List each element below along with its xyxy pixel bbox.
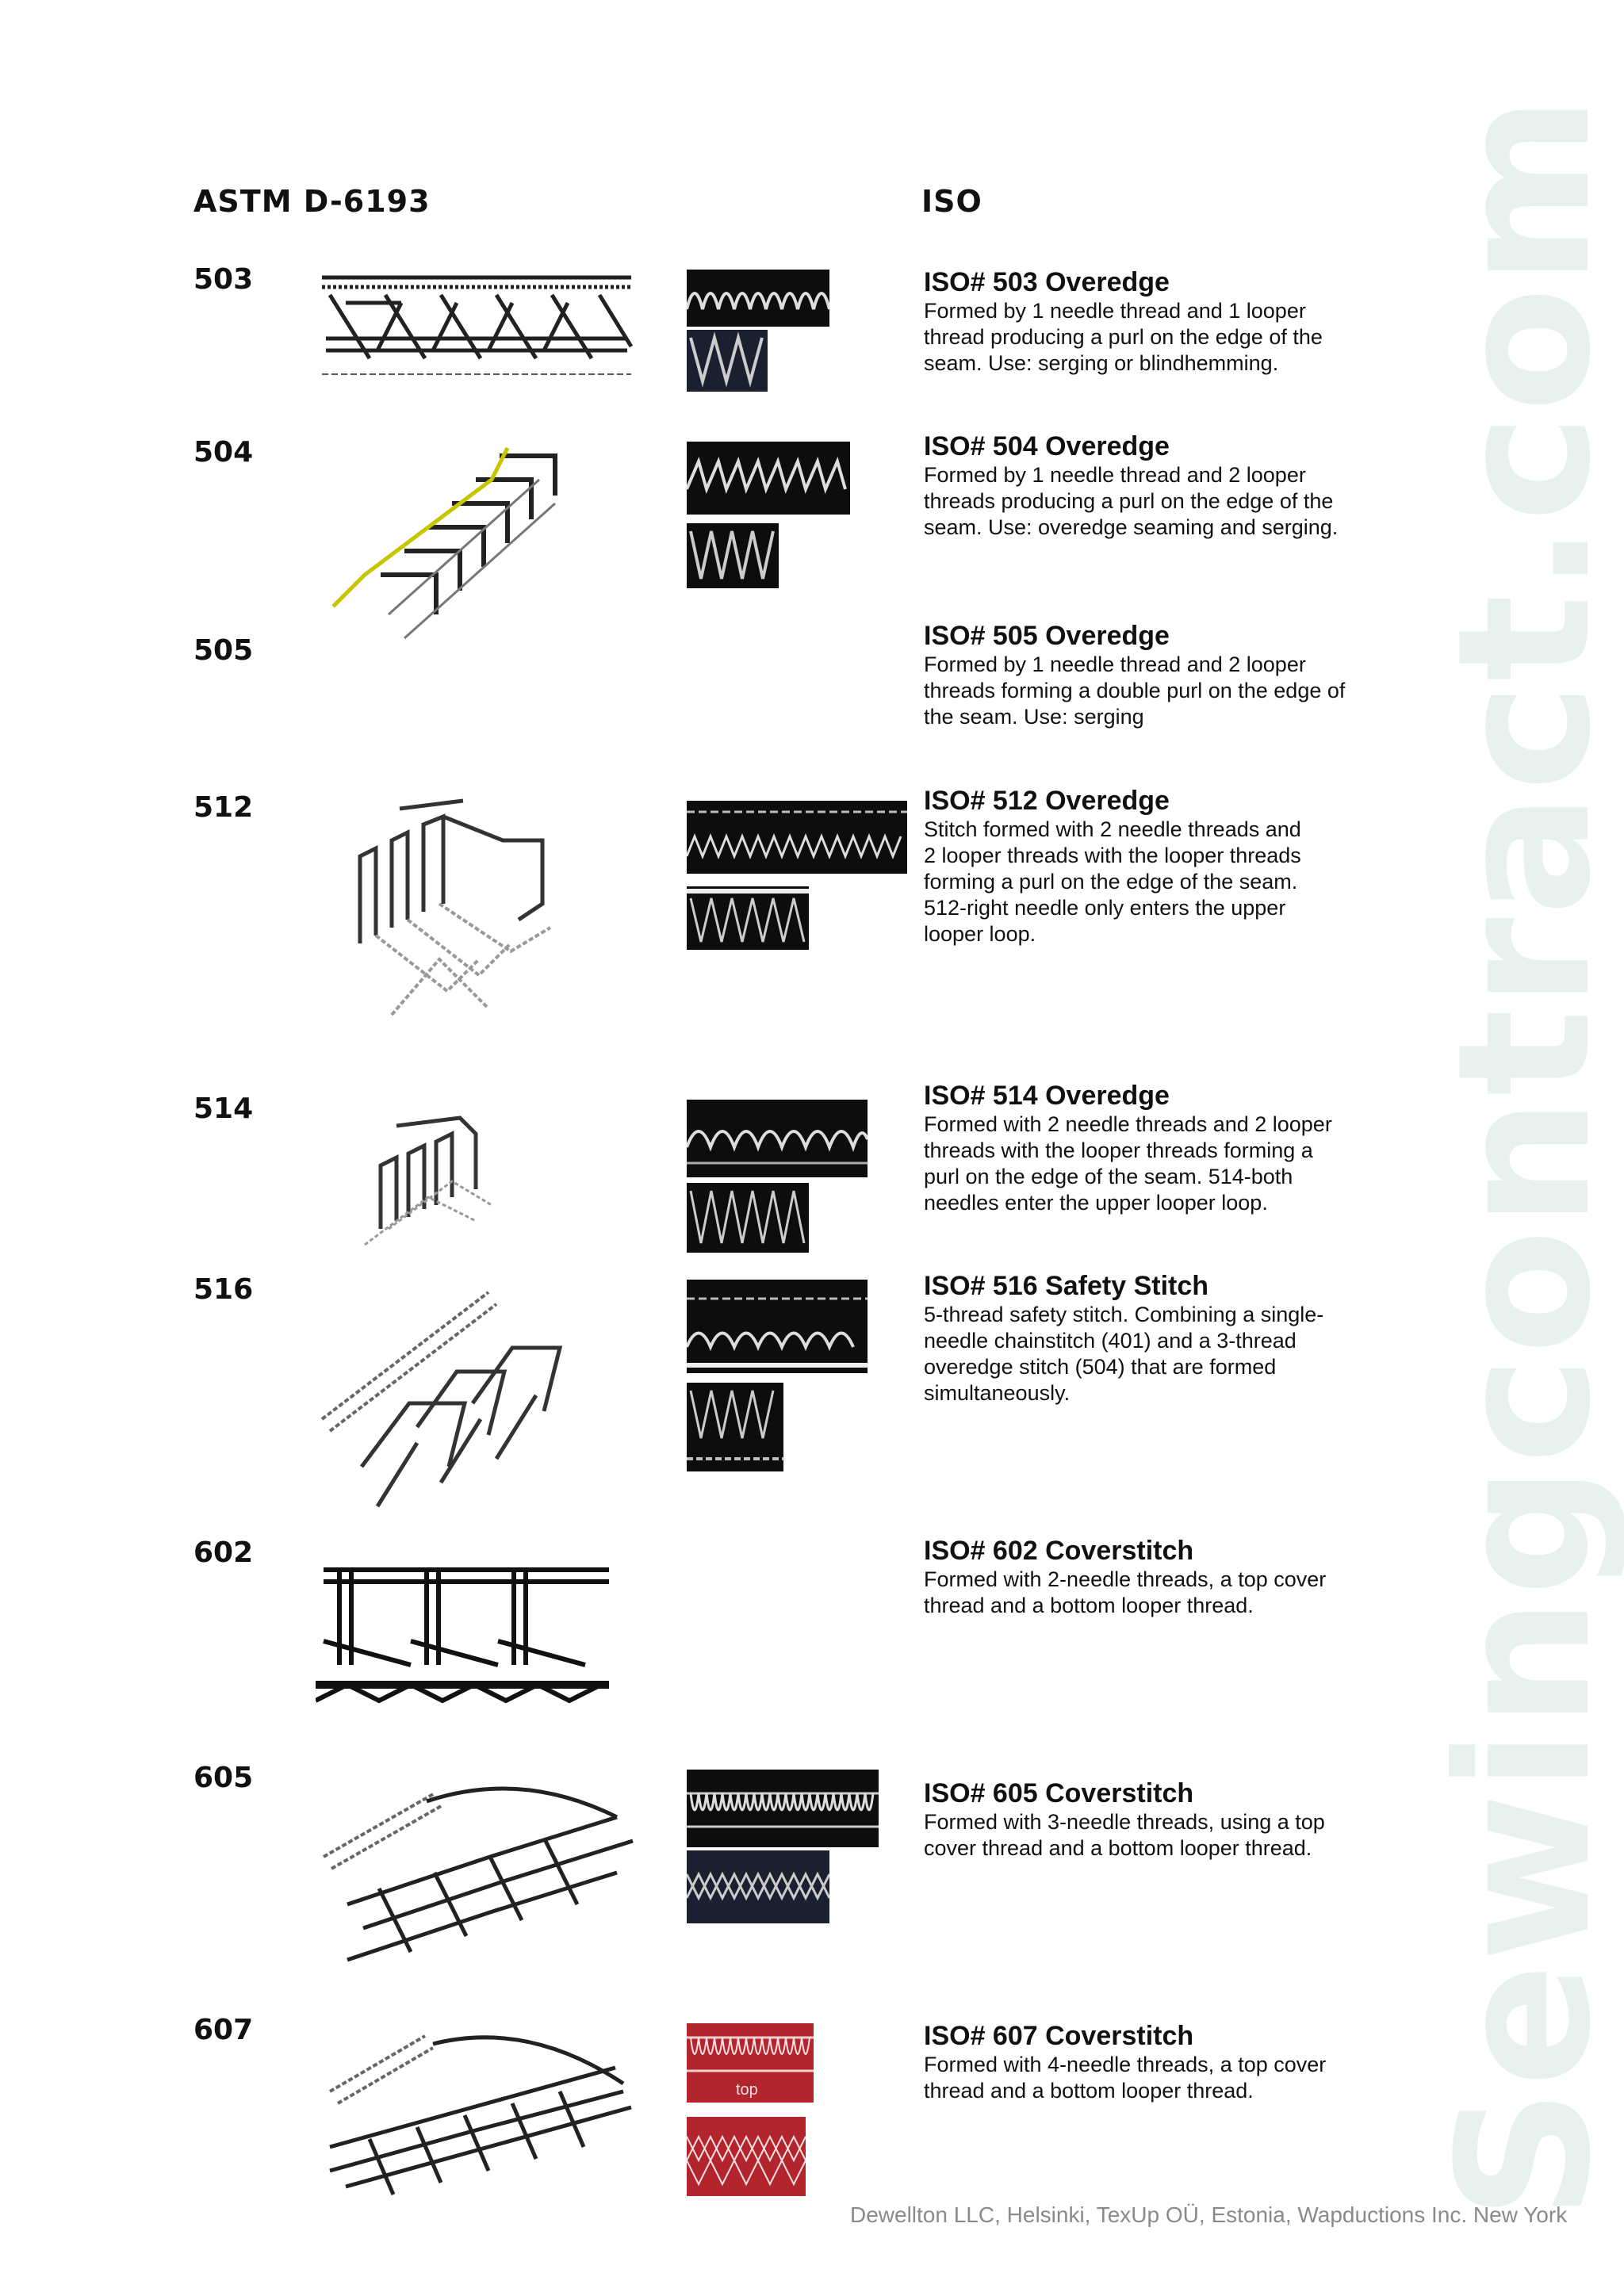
iso-title: ISO# 607 Coverstitch: [924, 2021, 1194, 2051]
stitch-photo-516-top: [687, 1280, 868, 1373]
iso-header: ISO: [921, 184, 982, 219]
stitch-diagram-607: [328, 2034, 632, 2195]
stitch-diagram-602: [316, 1567, 609, 1704]
iso-title: ISO# 505 Overedge: [924, 621, 1170, 651]
astm-number-602: 602: [193, 1536, 254, 1569]
stitch-photo-605-top: [687, 1770, 879, 1847]
photo-top-tag: top: [736, 2081, 758, 2099]
iso-title: ISO# 512 Overedge: [924, 786, 1170, 816]
astm-number-607: 607: [193, 2014, 254, 2046]
stitch-diagram-512: [358, 798, 552, 1016]
stitch-diagram-503: [322, 275, 634, 375]
iso-entry-514: ISO# 514 Overedge Formed with 2 needle t…: [924, 1080, 1400, 1216]
stitch-photo-503-bottom: [687, 330, 768, 392]
astm-number-516: 516: [193, 1273, 254, 1306]
astm-number-605: 605: [193, 1762, 254, 1794]
iso-entry-504: ISO# 504 Overedge Formed by 1 needle thr…: [924, 430, 1400, 541]
stitch-diagram-514: [364, 1115, 492, 1246]
astm-number-512: 512: [193, 791, 254, 824]
astm-number-504: 504: [193, 436, 254, 469]
iso-description: Stitch formed with 2 needle threads and …: [924, 817, 1301, 946]
astm-header: ASTM D-6193: [193, 184, 431, 219]
stitch-photo-605-bottom: [687, 1850, 829, 1923]
iso-title: ISO# 504 Overedge: [924, 431, 1170, 461]
iso-entry-505: ISO# 505 Overedge Formed by 1 needle thr…: [924, 620, 1400, 730]
stitch-photo-607-top: top: [687, 2023, 814, 2103]
astm-number-505: 505: [193, 634, 254, 667]
iso-title: ISO# 514 Overedge: [924, 1081, 1170, 1111]
iso-description: Formed with 4-needle threads, a top cove…: [924, 2053, 1327, 2103]
stitch-photo-516-bottom: [687, 1383, 783, 1471]
iso-description: Formed by 1 needle thread and 2 looper t…: [924, 652, 1346, 729]
astm-number-503: 503: [193, 263, 254, 296]
astm-number-514: 514: [193, 1093, 254, 1125]
iso-title: ISO# 516 Safety Stitch: [924, 1271, 1209, 1301]
iso-description: Formed with 2 needle threads and 2 loope…: [924, 1112, 1332, 1215]
stitch-photo-514-bottom: [687, 1183, 809, 1253]
stitch-diagram-605: [323, 1786, 634, 1962]
iso-description: Formed with 3-needle threads, using a to…: [924, 1810, 1325, 1860]
iso-description: 5-thread safety stitch. Combining a sing…: [924, 1303, 1324, 1405]
iso-entry-516: ISO# 516 Safety Stitch 5-thread safety s…: [924, 1270, 1400, 1406]
watermark: Sewingcontract.com: [1419, 94, 1624, 2220]
stitch-diagram-516: [320, 1291, 563, 1508]
iso-description: Formed by 1 needle thread and 2 looper t…: [924, 463, 1339, 539]
stitch-photo-607-bottom: [687, 2117, 806, 2196]
iso-entry-605: ISO# 605 Coverstitch Formed with 3-needl…: [924, 1777, 1400, 1862]
stitch-photo-503-top: [687, 270, 829, 327]
stitch-photo-512-bottom: [687, 886, 809, 950]
iso-entry-512: ISO# 512 Overedge Stitch formed with 2 n…: [924, 785, 1400, 947]
stitch-photo-504-bottom: [687, 523, 779, 588]
iso-title: ISO# 503 Overedge: [924, 267, 1170, 297]
iso-title: ISO# 602 Coverstitch: [924, 1536, 1194, 1566]
iso-entry-503: ISO# 503 Overedge Formed by 1 needle thr…: [924, 266, 1400, 377]
stitch-photo-514-top: [687, 1100, 868, 1177]
iso-description: Formed with 2-needle threads, a top cove…: [924, 1567, 1327, 1617]
iso-entry-602: ISO# 602 Coverstitch Formed with 2-needl…: [924, 1535, 1400, 1619]
stitch-photo-512-top: [687, 801, 907, 874]
stitch-photo-504-top: [687, 442, 850, 515]
footer-companies: Dewellton LLC, Helsinki, TexUp OÜ, Eston…: [850, 2202, 1568, 2227]
iso-title: ISO# 605 Coverstitch: [924, 1778, 1194, 1808]
iso-entry-607: ISO# 607 Coverstitch Formed with 4-needl…: [924, 2020, 1400, 2104]
stitch-diagram-504: [331, 446, 557, 640]
iso-description: Formed by 1 needle thread and 1 looper t…: [924, 299, 1323, 375]
